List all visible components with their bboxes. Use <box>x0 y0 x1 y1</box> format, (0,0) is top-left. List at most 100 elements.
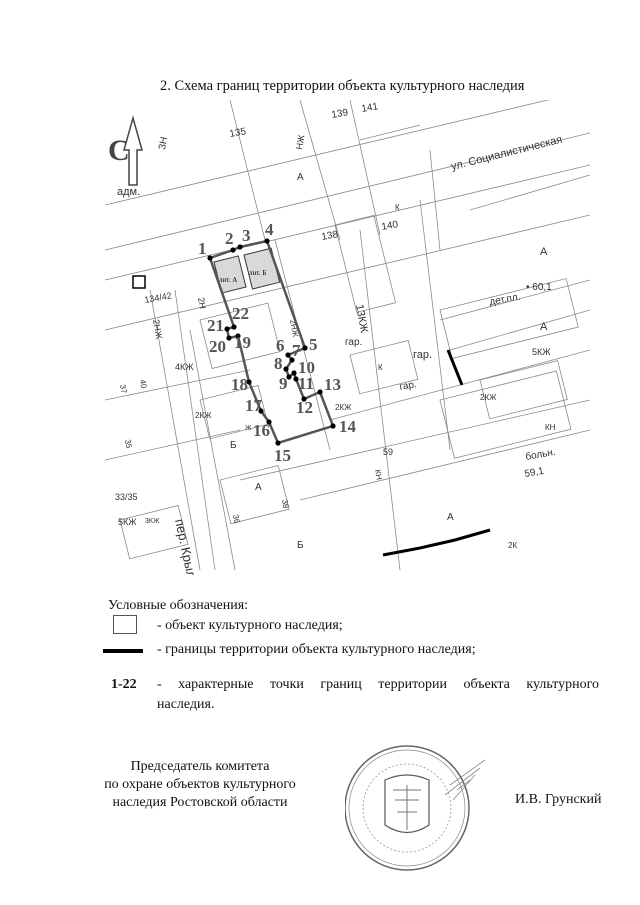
map-label: пер. Крыловской <box>172 518 208 575</box>
boundary-point-marker <box>291 370 297 376</box>
boundary-point-marker <box>289 357 295 363</box>
map-line <box>359 229 401 571</box>
map-line <box>449 309 590 351</box>
boundary-point-marker <box>275 440 281 446</box>
boundary-point-marker <box>285 352 291 358</box>
map-building <box>479 360 568 420</box>
boundary-point-marker <box>237 244 243 250</box>
map-line <box>419 199 451 451</box>
map-label: 38 <box>280 499 291 510</box>
map-label: больн. <box>524 446 556 463</box>
boundary-point-label: 18 <box>231 375 248 394</box>
map-label: А <box>447 512 454 523</box>
boundary-point-marker <box>258 408 264 414</box>
boundary-point-marker <box>207 255 213 261</box>
map-label: Б <box>230 440 237 451</box>
map-label: А <box>297 172 304 183</box>
map-label: А <box>540 246 548 258</box>
map-label: дет.пл. <box>489 292 522 308</box>
boundary-point-marker <box>266 419 272 425</box>
map-label: гар. <box>345 337 362 348</box>
map-line <box>359 124 421 141</box>
map-label: гар. <box>413 349 432 361</box>
map-building <box>334 214 397 313</box>
signatory-name: И.В. Грунский <box>515 792 602 807</box>
boundary-point-label: 19 <box>234 333 251 352</box>
map-label: 2Н <box>196 297 208 310</box>
heritage-object-label: лит. Б <box>249 269 266 277</box>
boundary-point-label: 1 <box>198 239 207 258</box>
legend-boundary-symbol <box>103 649 143 653</box>
boundary-point-label: 8 <box>274 354 283 373</box>
map-building <box>199 302 281 369</box>
map-label: 13КЖ <box>353 303 370 333</box>
boundary-point-label: 12 <box>296 398 313 417</box>
map-building <box>119 504 189 560</box>
boundary-point-label: 13 <box>324 375 341 394</box>
signatory-line: по охране объектов культурного <box>104 777 296 792</box>
map-line <box>104 214 590 331</box>
map-label: 141 <box>361 101 380 115</box>
boundary-point-marker <box>283 366 289 372</box>
map-label: 2НЖ <box>151 319 164 341</box>
legend-object-text: - объект культурного наследия; <box>157 618 343 633</box>
boundary-point-label: 16 <box>253 421 270 440</box>
map-building <box>219 464 290 525</box>
map-label: 3Н <box>157 136 170 151</box>
map-line <box>274 239 331 451</box>
map-line <box>104 132 590 251</box>
map-base-lines <box>104 100 590 571</box>
map-label: 140 <box>381 219 400 233</box>
boundary-point-marker <box>230 247 236 253</box>
signatory-line: Председатель комитета <box>130 759 270 774</box>
map-line <box>439 279 590 321</box>
map-label: К <box>395 203 400 212</box>
map-label: адм. <box>117 186 140 198</box>
boundary-point-marker <box>235 333 241 339</box>
map-line <box>329 349 590 421</box>
map-label: НЖ <box>294 133 307 150</box>
boundary-point-marker <box>330 423 336 429</box>
map-line <box>299 429 590 501</box>
map-label: А <box>255 482 262 493</box>
page-title: 2. Схема границ территории объекта культ… <box>160 78 525 94</box>
signatory-line: наследия Ростовской области <box>112 795 288 810</box>
signatory-position: Председатель комитета по охране объектов… <box>80 758 320 812</box>
boundary-point-marker <box>293 376 299 382</box>
legend-points-text: - характерные точки границ территории об… <box>157 677 599 692</box>
map-label: 2КЖ <box>195 411 212 420</box>
heritage-object-label: лит. А <box>219 276 237 284</box>
boundary-point-label: 7 <box>292 341 301 360</box>
boundary-point-marker <box>286 374 292 380</box>
legend-points-key: 1-22 <box>111 677 137 692</box>
heritage-objects: лит. А лит. Б <box>213 247 281 294</box>
boundary-point-label: 6 <box>276 336 285 355</box>
north-arrow-icon: С <box>108 115 143 186</box>
boundary-point-label: 4 <box>265 220 274 239</box>
map-fence-line <box>382 528 491 557</box>
map-building <box>349 339 419 395</box>
map-label: 4КЖ <box>175 362 194 372</box>
map-label: А <box>540 321 548 333</box>
map-label: 139 <box>331 107 350 121</box>
boundary-point-label: 20 <box>209 337 226 356</box>
map-label: • 60,1 <box>526 282 552 293</box>
boundary-point-label: 11 <box>298 374 314 393</box>
map-label: 134/42 <box>144 290 173 305</box>
map-label: 36 <box>231 514 242 525</box>
legend-points-text-cont: наследия. <box>157 697 215 712</box>
map-label: 35 <box>123 439 134 450</box>
map-line <box>299 100 341 241</box>
boundary-point-label: 5 <box>309 335 318 354</box>
map-label: 135 <box>229 126 248 140</box>
boundary-point-marker <box>231 324 237 330</box>
map-label: К <box>378 363 383 372</box>
map-label: 2КЖ <box>335 403 352 412</box>
map-label: гар. <box>399 379 418 393</box>
boundary-point-label: 15 <box>274 446 291 465</box>
map-label: 3КЖ <box>145 518 160 525</box>
map-building <box>439 278 579 359</box>
map-label: 33/35 <box>115 492 138 502</box>
map-label: 5КЖ <box>532 347 551 357</box>
